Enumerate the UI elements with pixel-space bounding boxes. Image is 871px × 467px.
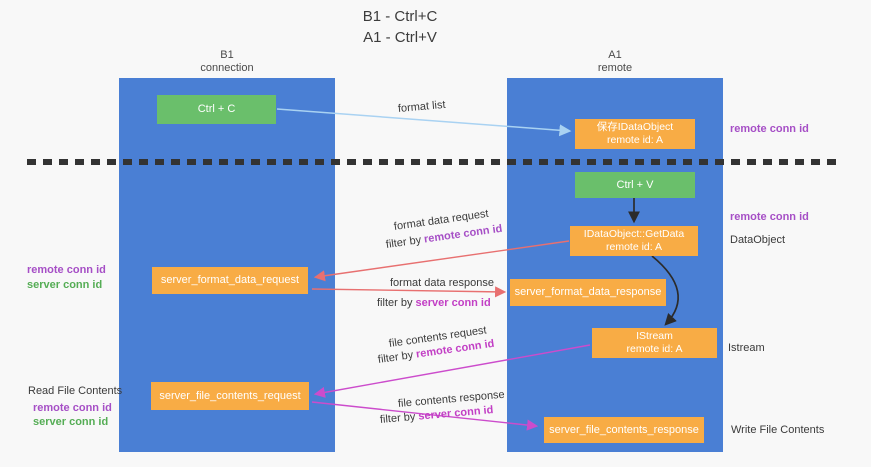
right-remote-conn-id-top-label: remote conn id <box>730 123 809 135</box>
ctrl-v-box: Ctrl + V <box>575 172 695 198</box>
server-file-contents-response-label: server_file_contents_response <box>549 423 699 436</box>
title-line-paste: A1 - Ctrl+V <box>363 29 437 46</box>
filter-by-text: filter by <box>377 348 417 366</box>
lane-b1-role: connection <box>200 62 254 74</box>
write-file-contents-label: Write File Contents <box>731 424 825 436</box>
lane-a1-name: A1 <box>608 49 622 61</box>
saved-idataobject-box: 保存IDataObject remote id: A <box>575 119 695 149</box>
format-list-label: format list <box>397 98 447 115</box>
server-format-data-response-box: server_format_data_response <box>510 279 666 306</box>
idataobject-getdata-box: IDataObject::GetData remote id: A <box>570 226 698 256</box>
lane-b1-name: B1 <box>220 49 234 61</box>
right-remote-conn-id-mid-label: remote conn id <box>730 211 809 223</box>
idataobject-getdata-line1: IDataObject::GetData <box>583 228 685 240</box>
lane-a1-role: remote <box>597 62 633 74</box>
filter-by-text: filter by <box>379 410 419 426</box>
filter-by-text: filter by <box>377 297 416 309</box>
ctrl-c-box: Ctrl + C <box>157 95 276 124</box>
istream-line2: remote id: A <box>626 343 683 355</box>
istream-line1: IStream <box>636 330 673 342</box>
format-data-response-filter-label: filter by server conn id <box>377 296 491 310</box>
ctrl-v-label: Ctrl + V <box>616 178 654 191</box>
left-server-conn-id-bottom-label: server conn id <box>33 416 109 428</box>
server-format-data-response-label: server_format_data_response <box>514 286 662 298</box>
read-file-contents-label: Read File Contents <box>28 385 123 397</box>
filter-by-text: filter by <box>385 233 425 251</box>
saved-idataobject-line2: remote id: A <box>606 134 664 146</box>
left-remote-conn-id-bottom-label: remote conn id <box>33 402 112 414</box>
session-separator-dashed-line <box>27 159 841 165</box>
lane-header-a1: A1 remote <box>507 49 723 75</box>
server-conn-id-highlight: server conn id <box>415 297 491 309</box>
lane-header-b1: B1 connection <box>119 49 335 75</box>
ctrl-c-label: Ctrl + C <box>197 103 236 115</box>
server-file-contents-request-box: server_file_contents_request <box>151 382 309 410</box>
saved-idataobject-line1: 保存IDataObject <box>596 121 674 133</box>
istream-box: IStream remote id: A <box>592 328 717 358</box>
dataobject-label: DataObject <box>730 234 786 246</box>
idataobject-getdata-line2: remote id: A <box>605 241 663 253</box>
diagram-title: B1 - Ctrl+C A1 - Ctrl+V <box>250 6 550 48</box>
left-server-conn-id-mid-label: server conn id <box>27 279 103 291</box>
server-format-data-request-label: server_format_data_request <box>160 274 300 286</box>
server-file-contents-request-label: server_file_contents_request <box>159 389 301 402</box>
istream-side-label: Istream <box>728 342 765 354</box>
server-file-contents-response-box: server_file_contents_response <box>544 417 704 443</box>
title-line-copy: B1 - Ctrl+C <box>362 8 438 25</box>
left-remote-conn-id-mid-label: remote conn id <box>27 264 106 276</box>
format-data-response-label: format data response <box>390 277 494 289</box>
server-format-data-request-box: server_format_data_request <box>152 267 308 294</box>
